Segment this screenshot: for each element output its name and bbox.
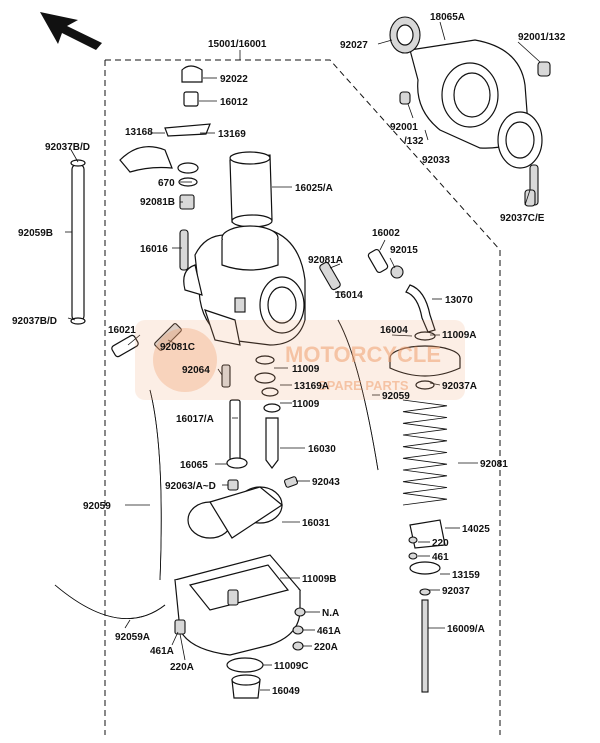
label-na: N.A bbox=[322, 608, 339, 619]
label-92022: 92022 bbox=[220, 74, 248, 85]
center-stack-part bbox=[221, 355, 298, 491]
hoses-part bbox=[54, 164, 539, 619]
assembly-boundary bbox=[104, 59, 501, 735]
label-11009a: 11009A bbox=[442, 330, 476, 341]
label-16021: 16021 bbox=[108, 325, 136, 336]
label-92015: 92015 bbox=[390, 245, 418, 256]
label-16031: 16031 bbox=[302, 518, 330, 529]
label-16030: 16030 bbox=[308, 444, 336, 455]
label-92037a: 92037A bbox=[442, 381, 477, 392]
label-13169: 13169 bbox=[218, 129, 246, 140]
label-461a-l: 461A bbox=[150, 646, 174, 657]
label-16065: 16065 bbox=[180, 460, 208, 471]
label-92059b: 92059B bbox=[18, 228, 53, 239]
label-13070: 13070 bbox=[445, 295, 473, 306]
label-92037bd-bot: 92037B/D bbox=[12, 316, 57, 327]
float-bowl-part bbox=[173, 554, 302, 699]
label-92033: 92033 bbox=[422, 155, 450, 166]
arrow-up-left-icon bbox=[40, 12, 102, 50]
vent-tube-left-part bbox=[70, 159, 86, 325]
label-92001-132-top: 92001/132 bbox=[518, 32, 566, 43]
label-11009b: 11009B bbox=[302, 574, 336, 585]
leader-lines bbox=[65, 21, 541, 691]
label-92059a: 92059A bbox=[115, 632, 150, 643]
carburetor-body-part bbox=[183, 225, 306, 346]
label-92081b: 92081B bbox=[140, 197, 175, 208]
label-16049: 16049 bbox=[272, 686, 300, 697]
label-16004: 16004 bbox=[380, 325, 408, 336]
label-15001-16001: 15001/16001 bbox=[208, 39, 267, 50]
label-461: 461 bbox=[432, 552, 449, 563]
label-92037ce: 92037C/E bbox=[500, 213, 545, 224]
label-92037bd-top: 92037B/D bbox=[45, 142, 90, 153]
watermark: MOTORCYCLE SPARE PARTS bbox=[135, 320, 465, 400]
label-18065a: 18065A bbox=[430, 12, 465, 23]
label-92063: 92063/A~D bbox=[165, 481, 216, 492]
label-16002: 16002 bbox=[372, 228, 400, 239]
label-16025a: 16025/A bbox=[295, 183, 333, 194]
label-132: /132 bbox=[404, 136, 424, 147]
label-13159: 13159 bbox=[452, 570, 480, 581]
label-13168: 13168 bbox=[125, 127, 153, 138]
label-92059-l: 92059 bbox=[83, 501, 111, 512]
label-92027: 92027 bbox=[340, 40, 368, 51]
float-part bbox=[187, 486, 284, 539]
label-92059-r: 92059 bbox=[382, 391, 410, 402]
air-cover-part bbox=[389, 16, 551, 169]
label-92081a: 92081A bbox=[308, 255, 343, 266]
part-labels: 15001/16001 18065A 92027 92001/132 92022… bbox=[12, 12, 566, 697]
label-16012: 16012 bbox=[220, 97, 248, 108]
throttle-valve-part bbox=[229, 151, 273, 228]
cap-part bbox=[119, 65, 211, 210]
label-92081: 92081 bbox=[480, 459, 508, 470]
label-220a-r: 220A bbox=[314, 642, 338, 653]
label-16014: 16014 bbox=[335, 290, 363, 301]
label-16009a: 16009/A bbox=[447, 624, 485, 635]
label-461a-r: 461A bbox=[317, 626, 341, 637]
label-16017a: 16017/A bbox=[176, 414, 214, 425]
label-92037: 92037 bbox=[442, 586, 470, 597]
screws-part bbox=[292, 536, 418, 651]
small-parts bbox=[111, 229, 436, 358]
label-220a-l: 220A bbox=[170, 662, 194, 673]
label-13169a: 13169A bbox=[294, 381, 329, 392]
diaphragm-stack-part bbox=[389, 331, 461, 693]
label-92064: 92064 bbox=[182, 365, 210, 376]
label-92043: 92043 bbox=[312, 477, 340, 488]
label-14025: 14025 bbox=[462, 524, 490, 535]
label-11009c: 11009C bbox=[274, 661, 308, 672]
watermark-sub: SPARE PARTS bbox=[318, 378, 409, 393]
label-11009-a: 11009 bbox=[292, 364, 320, 375]
label-11009-b: 11009 bbox=[292, 399, 320, 410]
label-16016: 16016 bbox=[140, 244, 168, 255]
label-220: 220 bbox=[432, 538, 449, 549]
label-92081c: 92081C bbox=[160, 342, 195, 353]
spring-part bbox=[402, 399, 448, 506]
label-92001: 92001 bbox=[390, 122, 418, 133]
label-670: 670 bbox=[158, 178, 175, 189]
watermark-brand: MOTORCYCLE bbox=[285, 342, 441, 367]
